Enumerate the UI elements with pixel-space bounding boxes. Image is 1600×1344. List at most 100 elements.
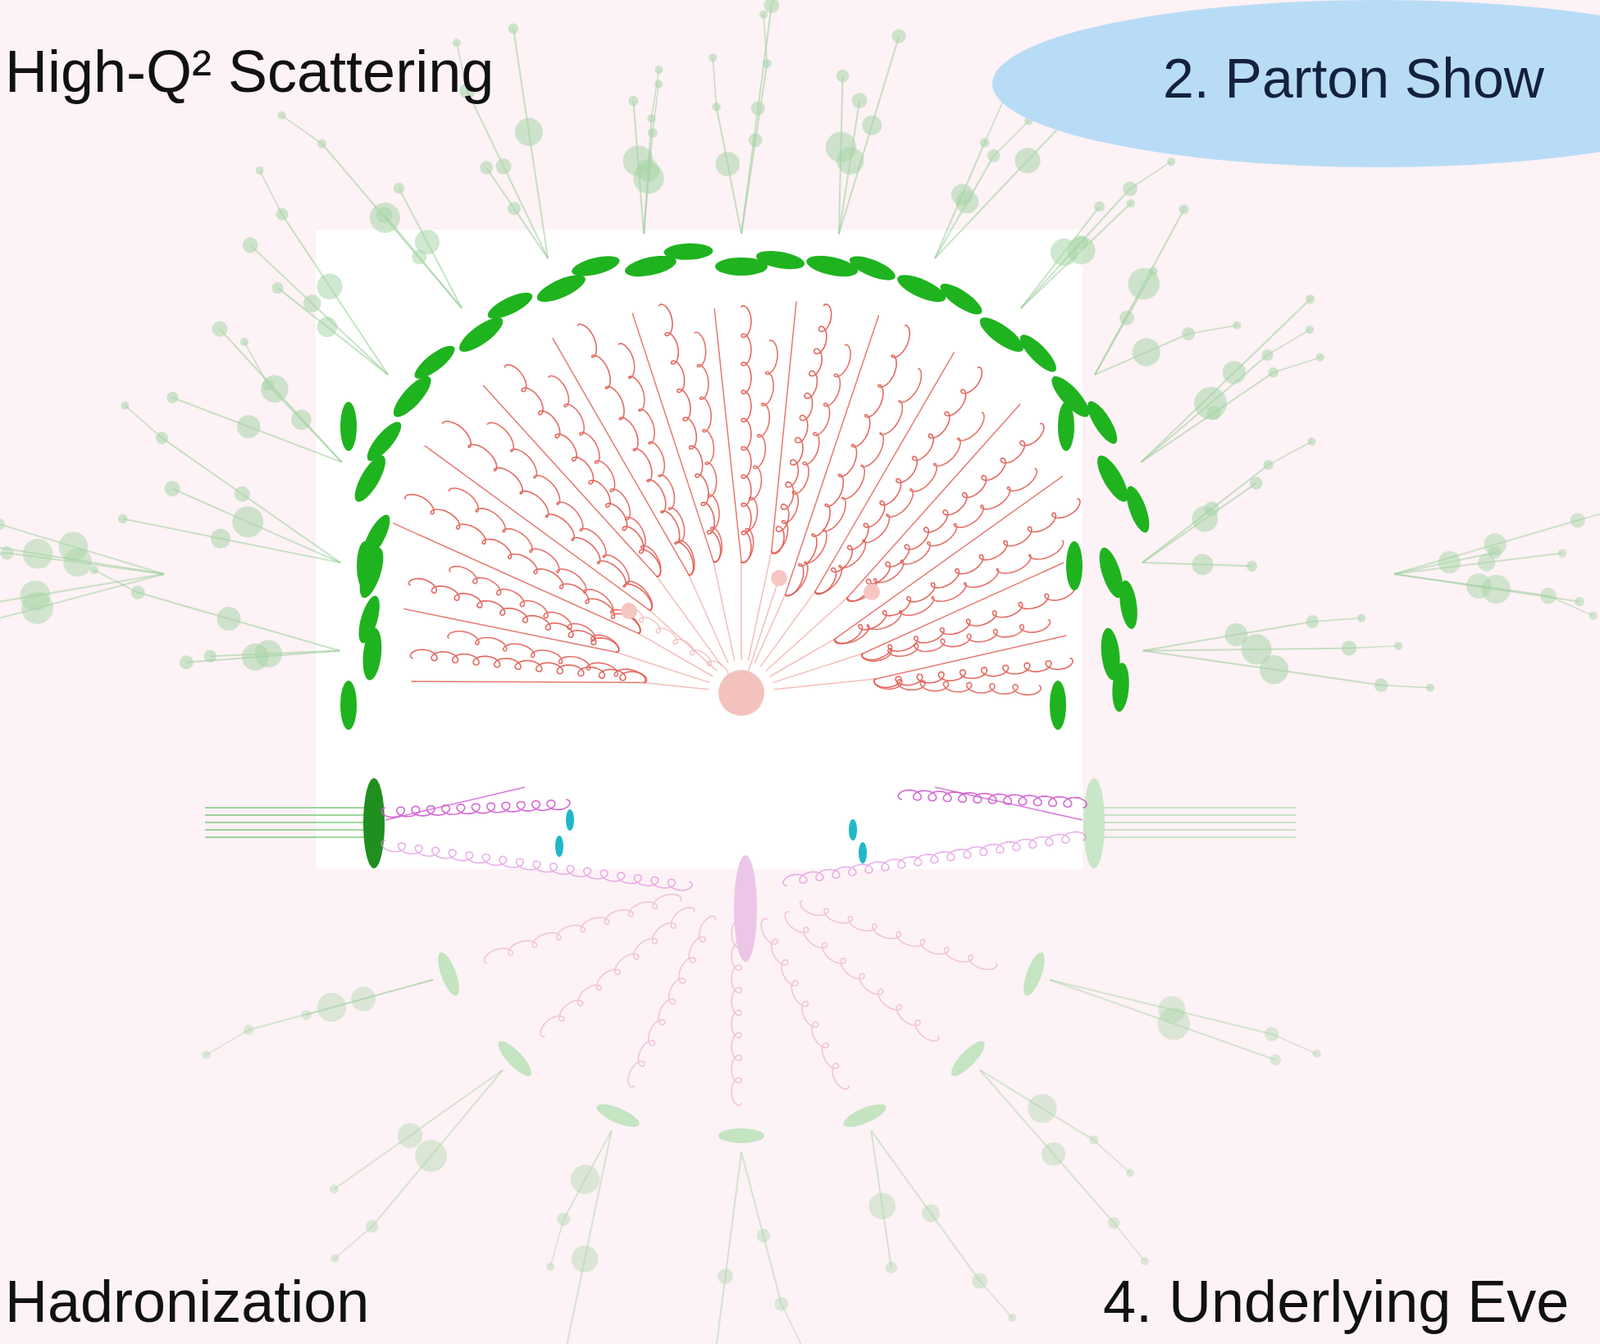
hadron-dot	[291, 410, 312, 431]
parton-line	[1093, 1139, 1131, 1173]
hadron-dot	[1246, 560, 1258, 572]
gluon-line	[405, 494, 641, 634]
stage-label: Hadronization	[4, 1269, 370, 1335]
gluon-line	[505, 364, 661, 577]
hadron-dot	[0, 518, 5, 530]
gluon-line	[618, 343, 694, 576]
parton-line	[1143, 621, 1313, 651]
hadron-dot	[164, 480, 180, 497]
remnant-blob	[858, 842, 867, 864]
hadron-dot	[303, 294, 322, 313]
hadron-dot	[1140, 1257, 1149, 1266]
gluon-line	[622, 606, 729, 678]
gluon-line	[659, 304, 721, 563]
parton-line	[334, 1226, 373, 1259]
hadron-dot	[571, 1245, 599, 1273]
hadron-dot	[1481, 574, 1511, 604]
proton-beam	[1083, 778, 1105, 869]
hadron-dot	[1041, 1142, 1066, 1167]
hadron-blob	[362, 417, 407, 466]
hadron-blob	[454, 311, 508, 357]
parton-line	[1394, 520, 1578, 575]
hadron-dot	[1206, 405, 1221, 420]
hadron-dot	[570, 1165, 600, 1195]
parton-line	[934, 142, 985, 259]
hadron-dot	[620, 602, 638, 620]
gluon-line	[447, 631, 646, 684]
gluon-line	[484, 894, 682, 964]
hadron-dot	[242, 237, 259, 253]
hadron-dot	[654, 65, 663, 74]
hadron-dot	[397, 1123, 423, 1149]
hadron-blob	[387, 371, 437, 423]
parton-line	[1140, 299, 1310, 463]
parton-line	[984, 97, 1005, 143]
gluon-line	[540, 907, 695, 1038]
gluon-line	[381, 840, 693, 891]
hadron-dot	[240, 337, 249, 347]
parton-line	[206, 1030, 250, 1056]
stage-label: 2. Parton Show	[1162, 47, 1545, 110]
parton-line	[1094, 333, 1189, 375]
parton-line	[403, 608, 616, 652]
remnant-blob	[848, 819, 857, 841]
hadron-dot	[633, 163, 665, 195]
parton-line	[552, 337, 689, 575]
hadron-dot	[1484, 533, 1507, 556]
hadron-dot	[1305, 325, 1314, 334]
hadron-dot	[836, 69, 850, 83]
hadron-blob	[1015, 329, 1062, 377]
hadron-dot	[748, 133, 763, 148]
hadron-dot	[1126, 199, 1136, 208]
parton-line	[486, 167, 548, 259]
gluon-line	[442, 421, 652, 611]
hadron-dot	[495, 158, 511, 174]
parton-line	[1273, 357, 1321, 373]
parton-line	[250, 245, 388, 375]
gluon-line	[874, 679, 1042, 696]
hadron-dot	[118, 514, 128, 525]
hadron-dot	[1179, 204, 1190, 215]
parton-line	[1113, 1222, 1145, 1262]
gluon-line	[771, 304, 832, 554]
hadron-dot	[885, 1262, 898, 1274]
parton-line	[1021, 203, 1131, 309]
parton-line	[550, 1219, 564, 1268]
hadron-dot	[628, 95, 639, 106]
hadron-dot	[271, 282, 283, 294]
parton-line	[333, 1070, 503, 1190]
hadron-dot	[232, 506, 264, 538]
hadron-blob	[593, 1099, 643, 1132]
parton-line	[1090, 806, 1296, 809]
hadron-dot	[763, 0, 780, 14]
hadron-dot	[1477, 553, 1496, 571]
hadron-dot	[869, 1192, 896, 1219]
hadron-blob	[340, 680, 357, 730]
parton-line	[1049, 980, 1272, 1035]
hadron-dot	[759, 10, 768, 19]
parton-line	[876, 635, 1067, 680]
parton-line	[1090, 836, 1296, 839]
remnant-blob	[555, 835, 564, 857]
remnant-blob	[565, 809, 575, 831]
hadron-dot	[330, 1254, 339, 1263]
hadron-dot	[317, 993, 347, 1023]
hadron-dot	[1203, 501, 1219, 516]
proton-beam	[363, 778, 385, 869]
hadron-dot	[1574, 597, 1585, 607]
parton-line	[740, 560, 743, 661]
gluon-line	[861, 585, 1076, 661]
parton-line	[205, 836, 370, 839]
hadron-dot	[376, 206, 393, 224]
parton-line	[838, 36, 899, 234]
parton-line	[1140, 355, 1268, 463]
stage-label: 4. Underlying Eve	[1103, 1269, 1569, 1335]
parton-line	[248, 980, 434, 1031]
parton-line	[980, 1070, 1095, 1140]
gluon-line	[861, 619, 1051, 661]
parton-line	[656, 575, 722, 666]
gluon-line	[898, 789, 1087, 808]
hadron-blob	[840, 1099, 889, 1132]
